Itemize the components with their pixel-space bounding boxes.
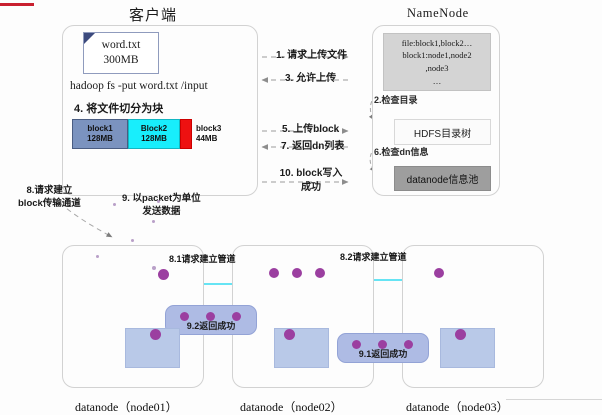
pipeline-2-title: 8.2请求建立管道 bbox=[340, 252, 407, 262]
note8-line1: 8.请求建立 bbox=[26, 185, 73, 196]
check-dn-info-label: 6.检查dn信息 bbox=[374, 147, 429, 157]
note9-line2: 发送数据 bbox=[142, 205, 181, 217]
packet-dot bbox=[180, 312, 189, 321]
block-1-name: block1 bbox=[87, 124, 113, 133]
flow-10-label: 10. block写入 成功 bbox=[268, 167, 354, 194]
file-icon: word.txt 300MB bbox=[83, 32, 159, 74]
packet-dot bbox=[352, 340, 361, 349]
datanode-label-node01: datanode（node01） bbox=[75, 400, 178, 414]
red-marker bbox=[0, 3, 34, 6]
stored-block-dot bbox=[284, 329, 295, 340]
packet-dot bbox=[434, 268, 444, 278]
packet-dot bbox=[315, 268, 325, 278]
flow-3-label: 3. 允许上传 bbox=[285, 73, 337, 84]
block-2: Block2 128MB bbox=[128, 119, 180, 149]
namenode-title: NameNode bbox=[407, 6, 469, 20]
pipeline-2-return-label: 9.1返回成功 bbox=[358, 349, 408, 359]
meta-line-1: file:block1,block2… bbox=[401, 37, 473, 48]
flow-5-label: 5. 上传block bbox=[282, 124, 340, 135]
flow-10-line1: 10. block写入 bbox=[279, 168, 343, 179]
flow-10-line2: 成功 bbox=[301, 181, 321, 193]
packet-dot bbox=[378, 340, 387, 349]
block-1: block1 128MB bbox=[72, 119, 128, 149]
send-packet-note: 9. 以packet为单位 发送数据 bbox=[122, 193, 201, 219]
pipeline-2: 9.1返回成功 bbox=[337, 333, 429, 363]
packet-dot bbox=[269, 268, 279, 278]
stored-block-dot bbox=[455, 329, 466, 340]
meta-line-4: … bbox=[432, 75, 442, 86]
packet-dot bbox=[206, 312, 215, 321]
packet-dot-in-transit bbox=[158, 269, 169, 280]
packet-dot bbox=[96, 255, 99, 258]
request-block-channel-note: 8.请求建立 block传输通道 bbox=[18, 185, 81, 211]
block-3-bar bbox=[180, 119, 192, 149]
flow-7-label: 7. 返回dn列表 bbox=[281, 141, 345, 152]
block-1-size: 128MB bbox=[87, 134, 113, 143]
block-strip: block1 128MB Block2 128MB block3 44MB bbox=[72, 119, 221, 149]
block-2-name: Block2 bbox=[140, 124, 168, 133]
datanode-label-node03: datanode（node03） bbox=[406, 400, 509, 414]
pipeline-1-title: 8.1请求建立管道 bbox=[169, 254, 236, 264]
packet-dot bbox=[152, 220, 155, 223]
namenode-metadata-box: file:block1,block2… block1:node1,node2 ,… bbox=[383, 33, 491, 91]
block-3-name: block3 bbox=[196, 124, 222, 133]
datanode-label-node02: datanode（node02） bbox=[240, 400, 343, 414]
client-title: 客户端 bbox=[129, 8, 178, 24]
meta-line-3: ,node3 bbox=[425, 63, 449, 73]
hdfs-put-command: hadoop fs -put word.txt /input bbox=[70, 80, 208, 92]
pipeline-1: 9.2返回成功 bbox=[165, 305, 257, 335]
file-corner-icon bbox=[84, 33, 95, 44]
file-size: 300MB bbox=[103, 54, 139, 66]
datanode-info-pool-box: datanode信息池 bbox=[394, 166, 491, 191]
packet-dot bbox=[131, 239, 134, 242]
client-panel bbox=[62, 25, 258, 196]
stored-block-dot bbox=[150, 329, 161, 340]
packet-dot bbox=[232, 312, 241, 321]
meta-line-2: block1:node1,node2 bbox=[402, 50, 472, 61]
bottom-rule bbox=[506, 399, 602, 400]
block-3-size: 44MB bbox=[196, 134, 218, 143]
packet-dot bbox=[152, 266, 156, 270]
datanode-block-node02 bbox=[274, 328, 329, 368]
block-2-size: 128MB bbox=[141, 134, 167, 143]
pipeline-1-return-label: 9.2返回成功 bbox=[186, 321, 236, 331]
packet-dot bbox=[113, 203, 116, 206]
flow-1-label: 1. 请求上传文件 bbox=[276, 50, 348, 61]
block-3-label: block3 44MB bbox=[192, 119, 221, 149]
hdfs-directory-tree-box: HDFS目录树 bbox=[394, 119, 491, 145]
packet-dot bbox=[292, 268, 302, 278]
check-directory-label: 2.检查目录 bbox=[374, 95, 418, 105]
datanode-block-node03 bbox=[440, 328, 495, 368]
split-file-step: 4. 将文件切分为块 bbox=[74, 103, 164, 115]
file-name: word.txt bbox=[101, 39, 141, 52]
packet-dot bbox=[404, 340, 413, 349]
note8-line2: block传输通道 bbox=[18, 197, 81, 209]
packet-dot bbox=[157, 200, 160, 203]
note9-line1: 9. 以packet为单位 bbox=[122, 193, 201, 204]
